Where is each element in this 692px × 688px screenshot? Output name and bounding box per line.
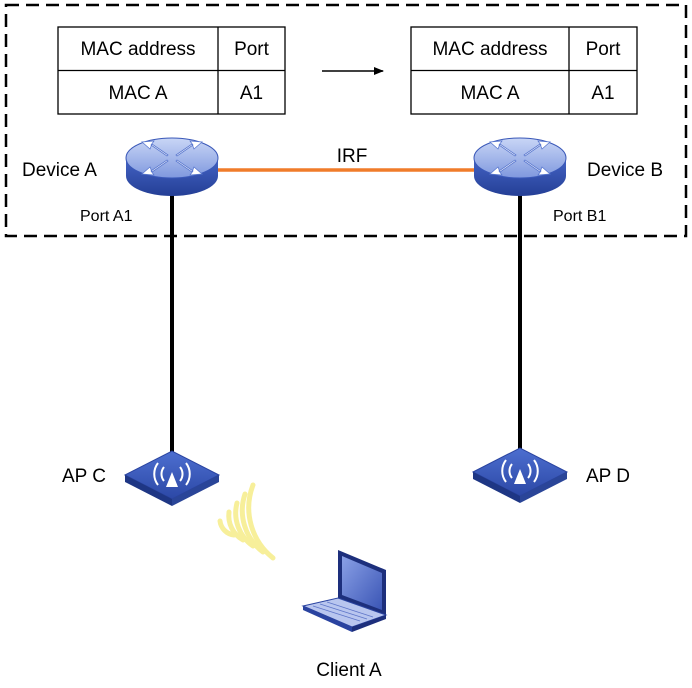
table-right-cell-mac: MAC A [460,83,519,104]
port-b1-label: Port B1 [553,208,606,225]
port-a1-label: Port A1 [80,208,133,225]
table-right-cell-port: A1 [591,83,614,104]
ap-d-label: AP D [586,466,630,487]
client-a-label: Client A [316,660,382,681]
ap-c-access-point-icon [123,450,221,506]
device-b-switch-icon [473,137,567,196]
device-a-switch-icon [125,137,219,196]
irf-link-label: IRF [337,146,368,167]
device-b-label: Device B [587,160,663,181]
mac-table-left: MAC address Port MAC A A1 [57,26,286,115]
ap-d-access-point-icon [471,447,569,503]
irf-boundary-frame [4,3,688,238]
table-right-header-mac: MAC address [432,39,547,60]
ap-c-label: AP C [62,466,106,487]
device-a-label: Device A [22,160,97,181]
table-left-header-port: Port [234,39,270,60]
wireless-signal-icon [217,482,276,561]
table-left-header-mac: MAC address [80,39,195,60]
client-a-laptop-icon [301,550,388,632]
table-right-header-port: Port [586,39,622,60]
mac-table-right: MAC address Port MAC A A1 [410,26,638,115]
table-left-cell-port: A1 [240,83,263,104]
table-left-cell-mac: MAC A [108,83,167,104]
